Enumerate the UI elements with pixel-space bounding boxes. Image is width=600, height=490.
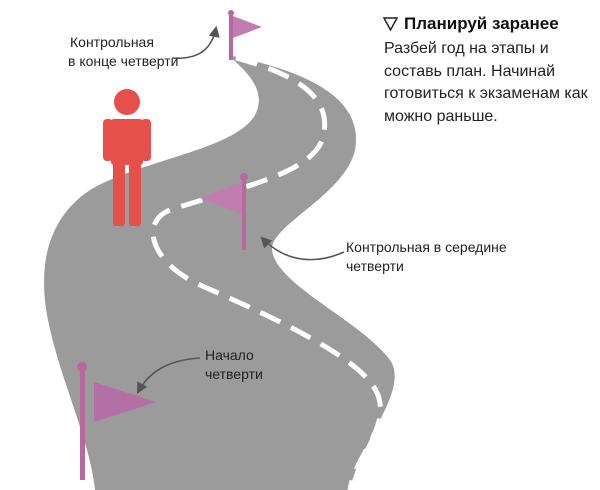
arrow-start [136,357,201,394]
road-center-line [150,55,383,490]
triangle-down-icon [383,17,398,31]
label-mid-line2: четверти [346,258,404,274]
label-mid-line1: Контрольная в середине [346,239,507,255]
flag-mid-icon [200,173,248,250]
label-start-line2: четверти [205,366,263,382]
arrow-mid [260,236,345,261]
label-start-of-quarter: Начало четверти [205,346,263,384]
label-end-line1: Контрольная [70,34,154,50]
heading-text: Разбей год на этапы и составь план. Начи… [384,40,588,125]
road [44,55,395,490]
label-start-line1: Начало [205,347,254,363]
flag-end-icon [228,10,262,60]
arrow-end [171,25,220,59]
label-end-of-quarter: Контрольная в конце четверти [68,33,178,71]
label-mid-quarter: Контрольная в середине четверти [346,238,507,276]
heading-title: Планируй заранее [404,14,559,33]
flag-start-icon [77,362,156,480]
person-icon [103,89,151,226]
label-end-line2: в конце четверти [68,53,179,69]
